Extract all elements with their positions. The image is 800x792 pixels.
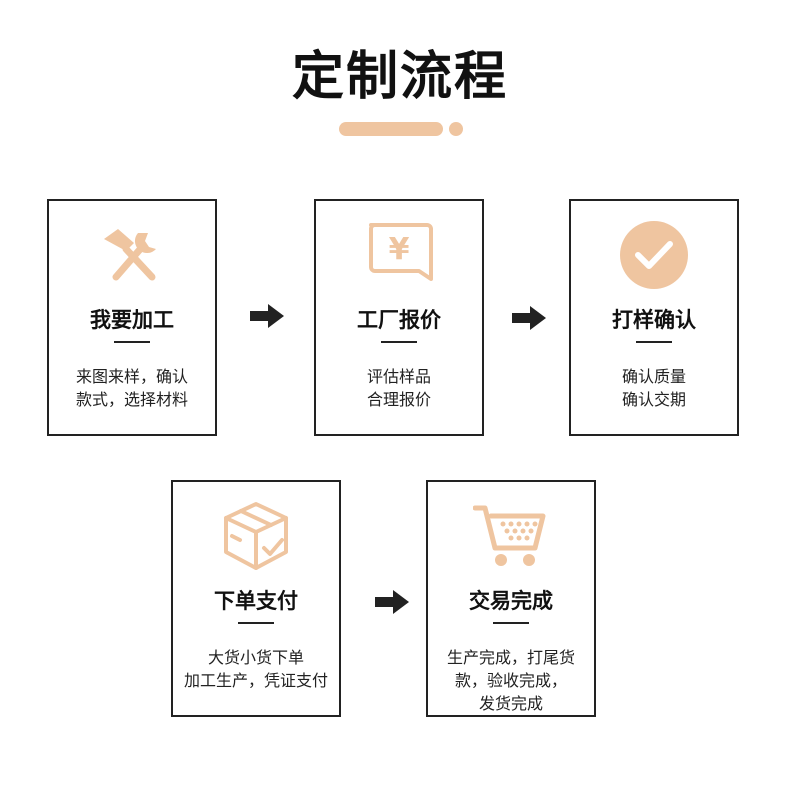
package-check-icon — [218, 500, 294, 572]
step-divider — [636, 341, 672, 343]
yen-symbol: ¥ — [389, 232, 410, 267]
step-title: 交易完成 — [469, 589, 553, 613]
step-card-1: 我要加工 来图来样，确认 款式，选择材料 — [47, 199, 217, 436]
arrow-right-icon — [375, 590, 409, 614]
step-description-line: 确认质量 — [621, 367, 686, 386]
step-card-4: 下单支付 大货小货下单 加工生产，凭证支付 — [171, 480, 341, 717]
step-description-line: 款，验收完成， — [454, 671, 567, 690]
shopping-cart-icon — [473, 500, 549, 572]
step-description-line: 生产完成，打尾货 — [446, 648, 575, 667]
step-description: 评估样品 合理报价 — [316, 365, 482, 411]
step-card-5: 交易完成 生产完成，打尾货 款，验收完成， 发货完成 — [426, 480, 596, 717]
step-description: 来图来样，确认 款式，选择材料 — [49, 365, 215, 411]
step-card-2: ¥ 工厂报价 评估样品 合理报价 — [314, 199, 484, 436]
tools-icon — [94, 219, 170, 291]
step-divider — [114, 341, 150, 343]
step-divider — [493, 622, 529, 624]
step-description-line: 发货完成 — [478, 694, 543, 713]
step-description-line: 评估样品 — [366, 367, 431, 386]
step-description-line: 大货小货下单 — [207, 648, 304, 667]
step-description: 大货小货下单 加工生产，凭证支付 — [173, 646, 339, 692]
step-description: 确认质量 确认交期 — [571, 365, 737, 411]
step-description: 生产完成，打尾货 款，验收完成， 发货完成 — [428, 646, 594, 715]
step-title: 打样确认 — [612, 308, 696, 332]
step-divider — [381, 341, 417, 343]
step-card-3: 打样确认 确认质量 确认交期 — [569, 199, 739, 436]
arrow-right-icon — [250, 304, 284, 328]
checkmark-circle-icon — [616, 219, 692, 291]
quote-yen-icon: ¥ — [361, 219, 437, 291]
step-title: 工厂报价 — [357, 308, 441, 332]
title-underline-dot — [449, 122, 463, 136]
arrow-right-icon — [512, 306, 546, 330]
step-description-line: 款式，选择材料 — [75, 390, 188, 409]
step-divider — [238, 622, 274, 624]
step-description-line: 合理报价 — [366, 390, 431, 409]
page-title: 定制流程 — [291, 47, 508, 107]
step-description-line: 来图来样，确认 — [75, 367, 188, 386]
step-description-line: 加工生产，凭证支付 — [183, 671, 328, 690]
step-title: 我要加工 — [90, 308, 174, 332]
step-title: 下单支付 — [214, 589, 298, 613]
step-description-line: 确认交期 — [621, 390, 686, 409]
title-underline-bar — [339, 122, 443, 136]
